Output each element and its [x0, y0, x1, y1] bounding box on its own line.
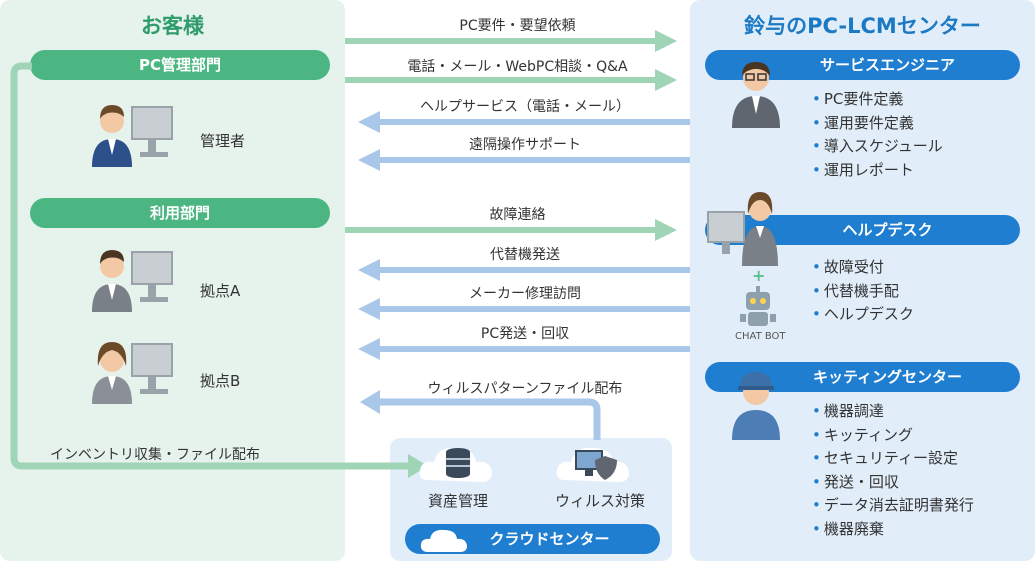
cloud-icon [420, 529, 467, 552]
flow-arrow-2 [358, 111, 690, 133]
helpdesk-item: 代替機手配 [812, 280, 914, 304]
flow-arrow-5 [358, 259, 690, 281]
site-a-label: 拠点A [200, 282, 241, 300]
helpdesk-person-icon [707, 192, 778, 266]
cloud-center-label: クラウドセンター [489, 530, 610, 548]
flow-label-6: メーカー修理訪問 [469, 286, 581, 302]
admin-person-icon [92, 105, 173, 167]
site-b-label: 拠点B [200, 372, 241, 390]
helpdesk-list: 故障受付 代替機手配 ヘルプデスク [812, 256, 914, 327]
antivirus-label: ウィルス対策 [554, 492, 645, 510]
chatbot-icon [740, 286, 776, 326]
kitting-item: キッティング [812, 424, 974, 448]
pc-dept-pill: PC管理部門 [30, 50, 330, 80]
kitting-item: セキュリティー設定 [812, 447, 974, 471]
flow-label-7: PC発送・回収 [480, 326, 570, 342]
helpdesk-label: ヘルプデスク [842, 221, 933, 239]
helpdesk-item: 故障受付 [812, 256, 914, 280]
engineer-person-icon [732, 62, 780, 128]
flow-arrow-6 [358, 298, 690, 320]
flow-label-0: PC要件・要望依頼 [459, 18, 576, 34]
kitting-label: キッティングセンター [812, 368, 963, 386]
site-a-person-icon [92, 250, 173, 312]
asset-label: 資産管理 [427, 492, 488, 510]
flow-label-4: 故障連絡 [489, 207, 546, 223]
kitting-item: 機器廃棄 [812, 518, 974, 542]
service-item: PC要件定義 [812, 88, 943, 112]
kitting-item: データ消去証明書発行 [812, 494, 974, 518]
flow-arrow-0 [345, 30, 677, 52]
service-engineer-label: サービスエンジニア [819, 56, 955, 74]
antivirus-cloud-icon [556, 447, 629, 482]
plus-icon: + [752, 266, 766, 285]
flow-arrow-7 [358, 338, 690, 360]
customer-title: お客様 [141, 14, 204, 38]
service-item: 導入スケジュール [812, 135, 943, 159]
flow-label-2: ヘルプサービス（電話・メール） [420, 99, 630, 115]
kitting-item: 機器調達 [812, 400, 974, 424]
flow-label-1: 電話・メール・WebPC相談・Q&A [407, 59, 628, 75]
kitting-item: 発送・回収 [812, 471, 974, 495]
chatbot-label: CHAT BOT [735, 331, 786, 342]
inventory-flow-label: インベントリ収集・ファイル配布 [50, 447, 260, 463]
flow-arrows [345, 30, 690, 360]
helpdesk-item: ヘルプデスク [812, 303, 914, 327]
center-title: 鈴与のPC-LCMセンター [744, 14, 981, 38]
service-item: 運用要件定義 [812, 112, 943, 136]
service-engineer-list: PC要件定義 運用要件定義 導入スケジュール 運用レポート [812, 88, 943, 182]
flow-arrow-3 [358, 149, 690, 171]
database-cloud-icon [419, 447, 492, 482]
user-dept-pill: 利用部門 [30, 198, 330, 228]
kitting-person-icon [732, 372, 780, 440]
flow-label-8: ウィルスパターンファイル配布 [427, 381, 623, 397]
admin-label: 管理者 [200, 132, 246, 150]
service-item: 運用レポート [812, 159, 943, 183]
site-b-person-icon [92, 342, 173, 404]
flow-arrow-1 [345, 69, 677, 91]
flow-label-5: 代替機発送 [490, 247, 560, 263]
kitting-list: 機器調達 キッティング セキュリティー設定 発送・回収 データ消去証明書発行 機… [812, 400, 974, 541]
flow-arrow-4 [345, 219, 677, 241]
flow-label-3: 遠隔操作サポート [469, 137, 581, 153]
